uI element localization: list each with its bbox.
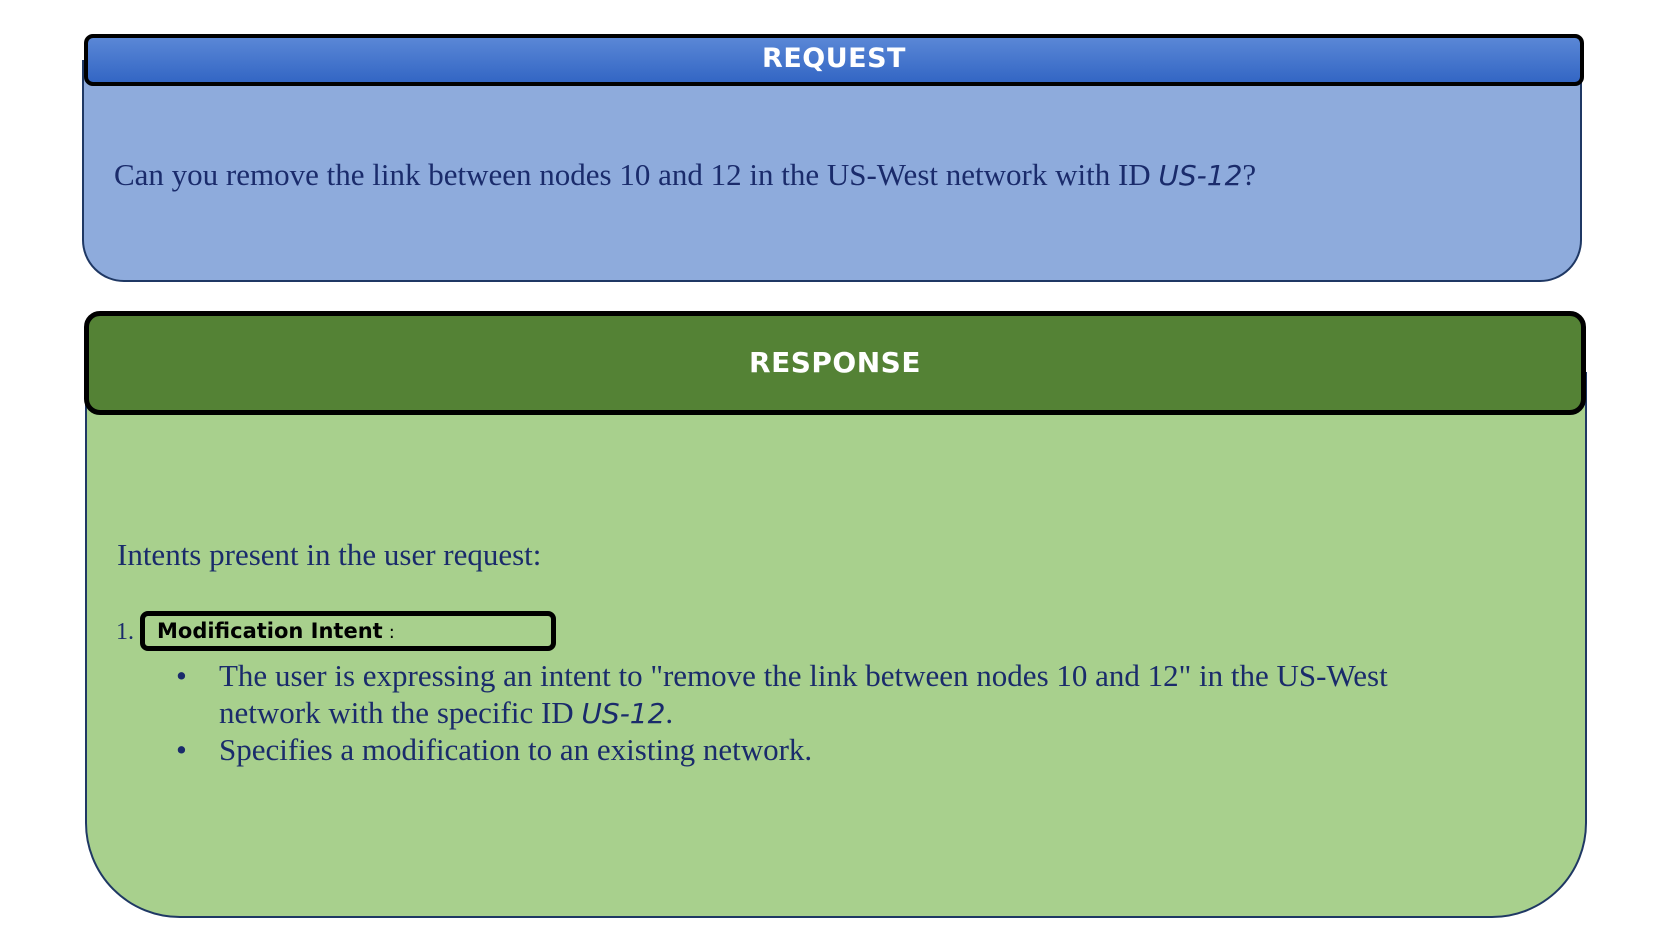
bullet-text-2: Specifies a modification to an existing … <box>219 732 813 767</box>
bullet-text-1-line1: The user is expressing an intent to "rem… <box>219 658 1388 693</box>
intent-label-box: Modification Intent: <box>140 611 556 651</box>
bullet-text-1-line2: network with the specific ID US-12. <box>219 694 673 732</box>
intents-heading: Intents present in the user request: <box>117 537 542 572</box>
response-title: RESPONSE <box>84 311 1586 415</box>
request-network-id: US-12 <box>1158 159 1243 192</box>
bullet-text-1-end: . <box>665 695 674 730</box>
bullet-marker: • <box>176 658 187 693</box>
bullet-network-id: US-12 <box>581 697 666 730</box>
request-title: REQUEST <box>84 34 1584 86</box>
request-panel <box>82 60 1582 282</box>
intent-name: Modification Intent <box>157 619 383 643</box>
request-text-main: Can you remove the link between nodes 10… <box>114 157 1159 192</box>
request-text: Can you remove the link between nodes 10… <box>114 157 1256 193</box>
intent-colon: : <box>388 622 395 643</box>
intent-number: 1. <box>116 619 134 645</box>
request-text-end: ? <box>1242 157 1257 192</box>
response-panel <box>85 372 1587 918</box>
bullet-marker: • <box>176 732 187 767</box>
bullet-text-1-main: network with the specific ID <box>219 695 582 730</box>
